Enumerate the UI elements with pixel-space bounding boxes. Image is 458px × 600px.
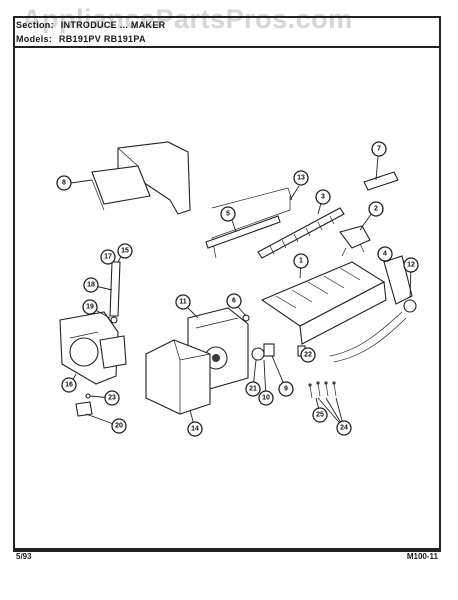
callout-13: 13 xyxy=(293,170,309,186)
svg-text:14: 14 xyxy=(191,426,199,433)
callout-4: 4 xyxy=(377,246,393,262)
svg-text:19: 19 xyxy=(86,304,94,311)
callout-5: 5 xyxy=(220,206,236,222)
svg-text:23: 23 xyxy=(108,395,116,402)
svg-text:18: 18 xyxy=(87,282,95,289)
part-shield xyxy=(91,141,191,215)
part-shaft xyxy=(363,171,399,191)
part-ejector xyxy=(257,207,345,259)
part-inlet-tube xyxy=(109,261,121,324)
svg-text:12: 12 xyxy=(407,262,415,269)
callout-1: 1 xyxy=(293,253,309,269)
header-divider xyxy=(13,46,441,48)
part-thermostat xyxy=(339,225,371,257)
part-screws xyxy=(308,381,337,399)
callout-25: 25 xyxy=(312,407,328,423)
svg-text:10: 10 xyxy=(262,395,270,402)
callout-2: 2 xyxy=(368,201,384,217)
footer-divider xyxy=(13,548,441,550)
callout-23: 23 xyxy=(104,390,120,406)
section-value: INTRODUCE ... MAKER xyxy=(60,20,166,30)
watermark-text: AppliancePartsPros.com xyxy=(22,4,353,34)
footer-date: 5/93 xyxy=(16,552,32,561)
part-water-valve xyxy=(59,311,127,385)
callout-7: 7 xyxy=(371,141,387,157)
callout-6: 6 xyxy=(226,293,242,309)
models-header: Models: RB191PV RB191PA xyxy=(16,34,146,44)
svg-text:22: 22 xyxy=(304,352,312,359)
svg-text:9: 9 xyxy=(284,386,288,393)
svg-text:7: 7 xyxy=(377,146,381,153)
models-value: RB191PV RB191PA xyxy=(58,34,146,44)
callout-21: 21 xyxy=(245,381,261,397)
svg-text:3: 3 xyxy=(321,194,325,201)
svg-text:4: 4 xyxy=(383,251,387,258)
callout-20: 20 xyxy=(111,418,127,434)
part-fittings xyxy=(75,393,93,417)
footer-page-code: M100-11 xyxy=(406,552,438,561)
callout-19: 19 xyxy=(82,299,98,315)
callout-22: 22 xyxy=(300,347,316,363)
part-rod xyxy=(205,215,281,249)
svg-text:8: 8 xyxy=(62,180,66,187)
svg-text:2: 2 xyxy=(374,206,378,213)
page-frame xyxy=(13,16,441,552)
svg-text:11: 11 xyxy=(179,299,187,306)
svg-text:16: 16 xyxy=(65,382,73,389)
callout-14: 14 xyxy=(187,421,203,437)
svg-text:17: 17 xyxy=(104,254,112,261)
svg-text:13: 13 xyxy=(297,175,305,182)
callout-10: 10 xyxy=(258,390,274,406)
svg-text:5: 5 xyxy=(226,211,230,218)
models-label: Models: xyxy=(16,34,53,44)
callout-9: 9 xyxy=(278,381,294,397)
svg-text:1: 1 xyxy=(299,258,303,265)
svg-text:21: 21 xyxy=(249,386,257,393)
svg-text:25: 25 xyxy=(316,412,324,419)
svg-text:24: 24 xyxy=(340,425,348,432)
callout-24: 24 xyxy=(336,420,352,436)
svg-text:15: 15 xyxy=(121,248,129,255)
callout-18: 18 xyxy=(83,277,99,293)
section-header: Section: INTRODUCE ... MAKER xyxy=(16,20,165,30)
svg-text:6: 6 xyxy=(232,298,236,305)
part-ice-mold xyxy=(260,261,387,345)
callout-16: 16 xyxy=(61,377,77,393)
callout-11: 11 xyxy=(175,294,191,310)
callout-12: 12 xyxy=(403,257,419,273)
callout-15: 15 xyxy=(117,243,133,259)
section-label: Section: xyxy=(16,20,54,30)
svg-text:20: 20 xyxy=(115,423,123,430)
part-cover-box xyxy=(145,339,211,415)
callout-17: 17 xyxy=(100,249,116,265)
callout-3: 3 xyxy=(315,189,331,205)
part-wire-frame xyxy=(211,187,293,259)
callout-8: 8 xyxy=(56,175,72,191)
